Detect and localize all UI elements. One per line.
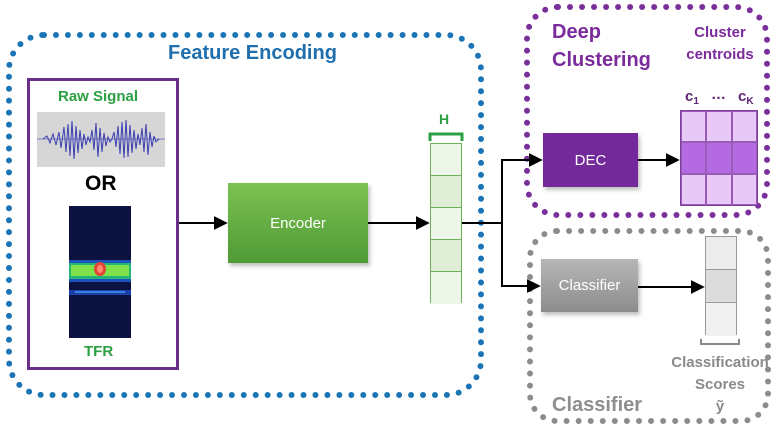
classification-scores-label: Classification Scores ỹ xyxy=(664,352,776,418)
centroid-cell xyxy=(731,111,757,143)
classifier-region-title: Classifier xyxy=(552,394,643,416)
spectrogram-graphic xyxy=(69,206,131,338)
h-bracket xyxy=(428,132,464,141)
waveform-graphic xyxy=(37,119,165,160)
cluster-centroids-title: Cluster centroids xyxy=(680,22,760,66)
h-to-dec-arrow xyxy=(462,153,543,224)
deep-clustering-title: Deep Clustering xyxy=(552,18,651,74)
centroid-ck-base: c xyxy=(738,88,747,105)
latent-vector-cell xyxy=(431,240,461,272)
latent-vector-cell xyxy=(431,208,461,240)
scores-vector xyxy=(705,236,737,336)
classifier-block: Classifier xyxy=(541,259,638,312)
h-to-classifier-arrow xyxy=(501,223,541,293)
feature-encoding-region xyxy=(6,32,484,398)
centroid-c1-subscript: 1 xyxy=(693,96,699,107)
cluster-centroids-line2: centroids xyxy=(686,46,754,63)
scores-symbol: ỹ xyxy=(715,398,725,415)
raw-signal-label: Raw Signal xyxy=(58,88,139,105)
centroid-cell xyxy=(706,173,732,205)
h-label: H xyxy=(439,111,450,127)
scores-vector-cell xyxy=(706,270,736,303)
encoder-block: Encoder xyxy=(228,183,368,263)
deep-clustering-title-line2: Clustering xyxy=(552,49,651,71)
centroid-cell xyxy=(681,142,707,174)
latent-vector-h xyxy=(430,143,462,304)
centroid-cell xyxy=(731,142,757,174)
centroid-cell xyxy=(706,111,732,143)
centroid-cell xyxy=(706,142,732,174)
centroid-ck-label: cK xyxy=(738,88,754,107)
centroid-ck-subscript: K xyxy=(746,96,754,107)
centroid-ellipsis: … xyxy=(711,86,726,103)
centroid-c1-label: c1 xyxy=(685,88,699,107)
classifier-region xyxy=(527,228,771,424)
cluster-centroids-grid xyxy=(680,110,758,206)
raw-signal-image xyxy=(37,112,165,167)
latent-vector-cell xyxy=(431,144,461,176)
scores-bracket xyxy=(700,339,740,345)
centroid-cell xyxy=(681,111,707,143)
centroid-cell xyxy=(731,173,757,205)
scores-vector-cell xyxy=(706,237,736,270)
scores-line1: Classification xyxy=(671,354,769,371)
scores-vector-cell xyxy=(706,303,736,336)
latent-vector-cell xyxy=(431,272,461,304)
dec-block: DEC xyxy=(543,133,638,187)
tfr-image xyxy=(69,206,131,338)
feature-encoding-title: Feature Encoding xyxy=(168,42,337,64)
latent-vector-cell xyxy=(431,176,461,208)
deep-clustering-title-line1: Deep xyxy=(552,21,601,43)
or-label: OR xyxy=(85,172,117,195)
tfr-label: TFR xyxy=(84,343,114,360)
scores-line2: Scores xyxy=(694,376,746,393)
centroid-c1-base: c xyxy=(685,88,694,105)
cluster-centroids-line1: Cluster xyxy=(694,24,746,41)
deep-clustering-region xyxy=(524,4,770,218)
centroid-cell xyxy=(681,173,707,205)
